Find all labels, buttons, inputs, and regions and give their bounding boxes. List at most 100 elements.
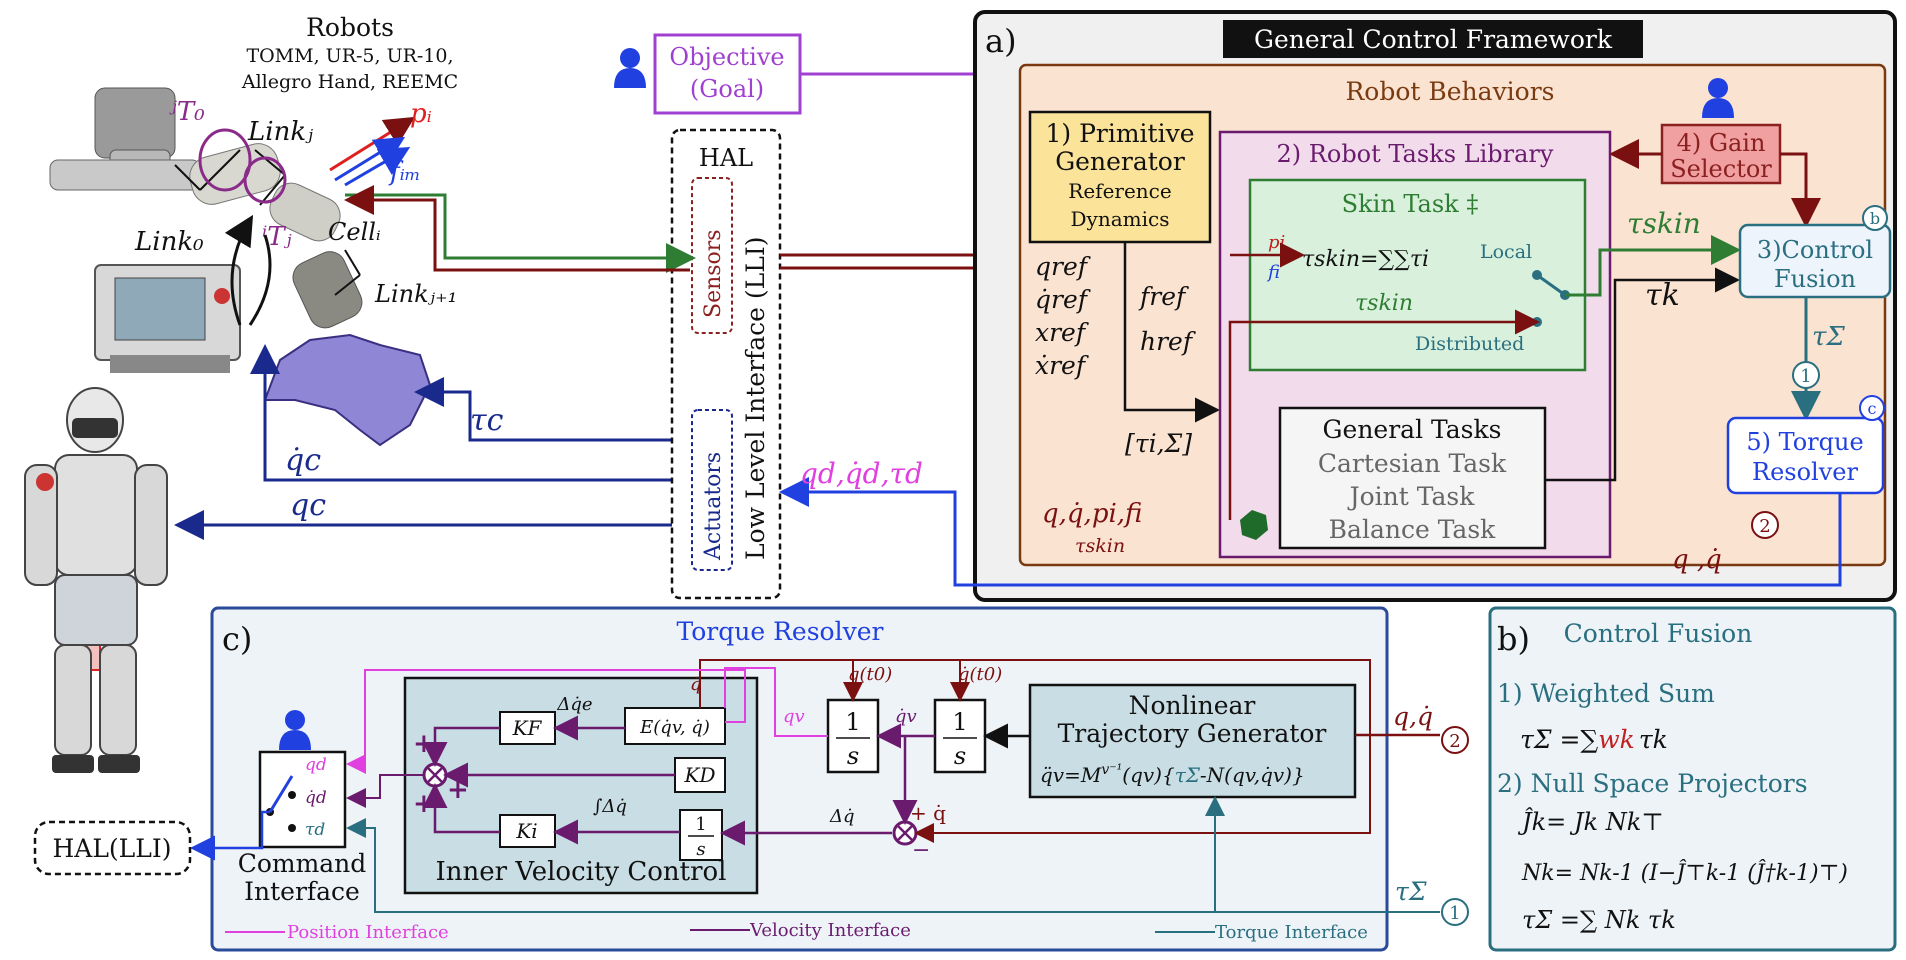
skin-p-i: pi [1268, 232, 1285, 253]
nltg-eq-b: (qv){ [1122, 763, 1175, 787]
hal-actuators-label: Actuators [701, 452, 726, 561]
int-block-num: 1 [695, 814, 706, 835]
tau-skin-out-label: τskin [1627, 207, 1701, 240]
tau-sigma-in-label: τΣ [1395, 877, 1427, 906]
tau-c-label: τc [470, 403, 504, 438]
velocity-interface-line [346, 774, 423, 808]
skin-f-i: fi [1266, 262, 1280, 283]
sensor-to-distributed-line [1228, 309, 1540, 520]
inner-title: Inner Velocity Control [435, 857, 726, 887]
legend-velocity: Velocity Interface [749, 920, 911, 941]
null-space-title: 2) Null Space Projectors [1497, 769, 1808, 798]
cmd-switch [268, 775, 294, 813]
gain-to-fusion-line [1780, 152, 1821, 228]
general-task-1: Joint Task [1347, 482, 1476, 511]
hal-block: HAL Low Level Interface (LLI) Sensors Ac… [670, 128, 782, 600]
skin-task-title: Skin Task ‡ [1342, 190, 1479, 218]
p-i-arrow [329, 116, 416, 172]
cmd-line1: Command [238, 849, 367, 878]
nltg-line1: Nonlinear [1129, 691, 1256, 720]
q-c-label: qc [290, 488, 326, 523]
e-block: E(q̇v, q̇) [639, 717, 710, 738]
joint-ellipse-0 [198, 128, 252, 192]
q-qdot-in-label: q,q̇ [1393, 702, 1433, 731]
hexagon-node [1240, 510, 1268, 540]
ref-left-1: q̇ref [1035, 285, 1091, 314]
objective-line2: (Goal) [690, 75, 764, 103]
nltg-eq-a: q̈v=M [1040, 763, 1102, 787]
resolver-to-hal-line [779, 477, 1842, 587]
nltg-line2: Trajectory Generator [1058, 719, 1327, 748]
nltg-eq-d: -N(qv,q̇v)} [1200, 763, 1305, 787]
ns-eq2: Nk= Nk-1 (I−Ĵ⊤k-1 (Ĵ†k-1)⊤) [1521, 859, 1848, 886]
label-cell-i: Cellᵢ [328, 218, 381, 246]
robots-list-line1: TOMM, UR-5, UR-10, [246, 45, 453, 67]
svg-text:q̈v=Mv⁻¹(qv){τΣ-N(qv,q̇v)}: q̈v=Mv⁻¹(qv){τΣ-N(qv,q̇v)} [1040, 762, 1305, 787]
user-icon-gain [1702, 78, 1734, 118]
objective-line1: Objective [669, 43, 784, 71]
svg-text:+: + [413, 789, 435, 819]
legend-torque: Torque Interface [1215, 922, 1368, 943]
f-im-arrow-1 [334, 136, 406, 182]
delta-qdot-label: Δq̇ [829, 806, 855, 827]
primitive-line2: Generator [1055, 147, 1185, 176]
gain-line2: Selector [1670, 155, 1772, 183]
general-to-fusion-line [1545, 267, 1740, 482]
sensor-maroon-line [344, 185, 690, 272]
primitive-line4: Dynamics [1071, 207, 1170, 231]
resolver-badge: c [1868, 399, 1877, 418]
robots-title: Robots [306, 13, 394, 42]
q-qd-pi-fi-label: q,q̇,pi,fi [1042, 499, 1142, 529]
hal-vertical-label: Low Level Interface (LLI) [741, 236, 770, 560]
ref-left-2: xref [1035, 318, 1089, 347]
behaviors-title: Robot Behaviors [1345, 77, 1554, 106]
robots-section: Robots TOMM, UR-5, UR-10, Allegro Hand, … [24, 13, 688, 773]
circle-2-top: 2 [1759, 516, 1770, 537]
plus-qdot-label: + q̇ [910, 801, 946, 825]
label-p-i: pᵢ [410, 99, 432, 129]
svg-text:1: 1 [845, 708, 860, 736]
ws-eq-w: wk [1598, 725, 1635, 754]
user-icon-command [279, 710, 311, 750]
qdot-top-label: q̇ [690, 674, 702, 695]
joint-ellipse-j [243, 156, 287, 204]
general-control-framework: a) General Control Framework Robot Behav… [973, 10, 1897, 602]
ws-eq-a: τΣ =∑ [1520, 725, 1598, 754]
skin-to-fusion-line [1565, 235, 1741, 297]
user-icon-objective [614, 48, 646, 88]
ki-block: Ki [515, 819, 537, 843]
tau-c-line [414, 377, 688, 442]
cmd-line2: Interface [244, 877, 360, 906]
tau-sigma-label: τΣ [1812, 322, 1845, 352]
ref-right-1: href [1140, 327, 1196, 356]
hal-title: HAL [699, 144, 753, 172]
ws-eq-b: τk [1639, 725, 1668, 754]
svg-text:s: s [847, 742, 859, 770]
primitive-line3: Reference [1068, 179, 1171, 203]
controller-cabinet [94, 264, 241, 373]
general-task-0: Cartesian Task [1318, 449, 1507, 478]
skin-switch [1536, 273, 1566, 297]
circle-1-top: 1 [1800, 366, 1811, 387]
kd-block: KD [684, 763, 716, 787]
svg-text:s: s [954, 742, 966, 770]
skin-distributed-label: Distributed [1415, 333, 1524, 355]
q-qdot-label: q ,q̇ [1672, 545, 1722, 575]
cmd-taud: τd [305, 820, 325, 840]
tau-skin-bottom-label: τskin [1075, 535, 1125, 557]
primitive-to-library-line [1123, 242, 1220, 423]
ref-left-3: ẋref [1035, 351, 1089, 380]
control-fusion-panel: b) Control Fusion 1) Weighted Sum τΣ =∑w… [1488, 606, 1897, 952]
gain-line1: 4) Gain [1677, 129, 1766, 157]
q-t0-label: q(t0) [848, 664, 892, 685]
weighted-sum-title: 1) Weighted Sum [1497, 679, 1715, 708]
fusion-line1: 3)Control [1757, 236, 1873, 264]
torque-resolver-panel: c) Torque Resolver Inner Velocity Contro… [190, 606, 1469, 952]
qdot-c-line [250, 344, 688, 482]
nltg-minv: v⁻¹ [1101, 762, 1122, 778]
general-tasks-title: General Tasks [1323, 415, 1502, 444]
qdot-t0-label: q̇(t0) [958, 664, 1002, 685]
tau-sigma-bracket: [τi,Σ] [1125, 429, 1192, 458]
panel-c-title: Torque Resolver [677, 617, 884, 646]
resolver-line2: Resolver [1752, 458, 1858, 486]
